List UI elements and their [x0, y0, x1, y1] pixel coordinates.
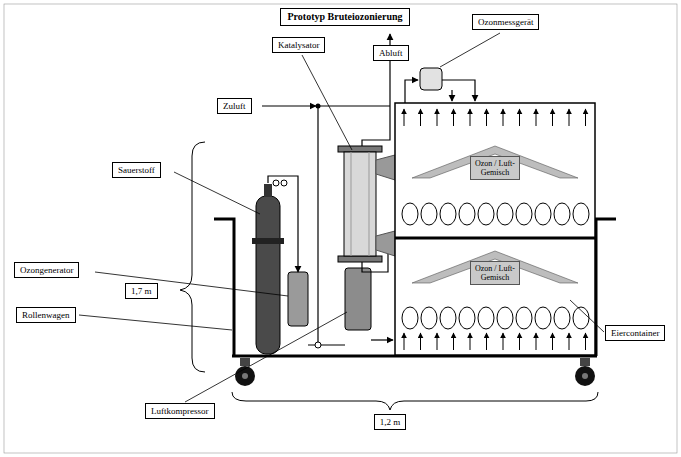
flow-arrow [503, 109, 504, 126]
egg [573, 203, 589, 225]
flow-arrow [536, 109, 537, 126]
label-text: Ozon / Luft-Gemisch [473, 264, 517, 282]
flow-arrow [453, 333, 454, 350]
title: Prototyp Bruteiozonierung [287, 11, 402, 23]
label-text: Ozonmessgerät [478, 16, 533, 28]
egg [478, 203, 494, 225]
egg [497, 307, 513, 329]
label-text: Ozon / Luft-Gemisch [473, 159, 517, 177]
flow-arrows [404, 109, 586, 350]
flow-arrow [404, 109, 405, 126]
flow-arrow [585, 333, 586, 350]
junction [316, 104, 321, 109]
egg [421, 307, 437, 329]
label-box: 1,7 m [125, 283, 158, 299]
egg [535, 307, 551, 329]
eggs [402, 203, 589, 329]
flow-arrow [486, 109, 487, 126]
label-text: 1,2 m [380, 416, 401, 428]
label-box: Luftkompressor [145, 403, 215, 419]
label-text: Zuluft [223, 100, 246, 112]
flow-arrow [453, 109, 454, 126]
mixture-label: Ozon / Luft-Gemisch [470, 261, 520, 285]
flow-arrow [486, 333, 487, 350]
egg [554, 307, 570, 329]
label-text: 1,7 m [131, 285, 152, 297]
flow-arrow [420, 109, 421, 126]
catalyst [338, 146, 395, 262]
ozone-generator [288, 272, 308, 326]
egg [516, 203, 532, 225]
label-box: Eiercontainer [605, 325, 665, 341]
ozone-meter [420, 68, 442, 90]
egg-container [395, 103, 595, 355]
frame [4, 4, 677, 453]
label-text: Abluft [379, 47, 403, 59]
label-text: Sauerstoff [118, 164, 155, 176]
flow-arrow [470, 109, 471, 126]
label-text: Ozongenerator [20, 264, 73, 276]
label-text: Luftkompressor [151, 405, 209, 417]
label-box: Ozonmessgerät [472, 14, 539, 30]
label-box: Abluft [373, 45, 409, 61]
width-brace [232, 392, 598, 410]
egg [535, 203, 551, 225]
height-brace [180, 142, 205, 372]
flow-arrow [437, 333, 438, 350]
egg [402, 307, 418, 329]
flow-arrow [404, 333, 405, 350]
label-box: Zuluft [217, 98, 252, 114]
label-text: Rollenwagen [22, 309, 70, 321]
flow-arrow [585, 109, 586, 126]
egg [440, 307, 456, 329]
flow-arrow [519, 333, 520, 350]
egg [440, 203, 456, 225]
flow-arrow [470, 333, 471, 350]
title-box: Prototyp Bruteiozonierung [280, 8, 409, 26]
flow-arrow [503, 333, 504, 350]
valve [315, 342, 321, 348]
wheels [235, 358, 595, 386]
flow-arrow [420, 333, 421, 350]
flow-arrow [569, 333, 570, 350]
egg [497, 203, 513, 225]
oxygen-cylinder [252, 180, 287, 354]
egg [516, 307, 532, 329]
mixture-label: Ozon / Luft-Gemisch [470, 156, 520, 180]
label-box: Katalysator [272, 37, 325, 53]
label-box: Rollenwagen [16, 307, 76, 323]
egg [402, 203, 418, 225]
label-box: 1,2 m [374, 414, 407, 430]
flow-arrow [552, 109, 553, 126]
egg [459, 203, 475, 225]
flow-arrow [536, 333, 537, 350]
egg [478, 307, 494, 329]
label-text: Katalysator [278, 39, 319, 51]
air-compressor [345, 268, 371, 330]
label-box: Ozongenerator [14, 262, 79, 278]
label-text: Eiercontainer [611, 327, 659, 339]
egg [459, 307, 475, 329]
flow-arrow [552, 333, 553, 350]
leader-lines [79, 33, 604, 402]
egg [421, 203, 437, 225]
flow-arrow [569, 109, 570, 126]
label-box: Sauerstoff [112, 162, 161, 178]
flow-arrow [437, 109, 438, 126]
egg [554, 203, 570, 225]
flow-arrow [519, 109, 520, 126]
